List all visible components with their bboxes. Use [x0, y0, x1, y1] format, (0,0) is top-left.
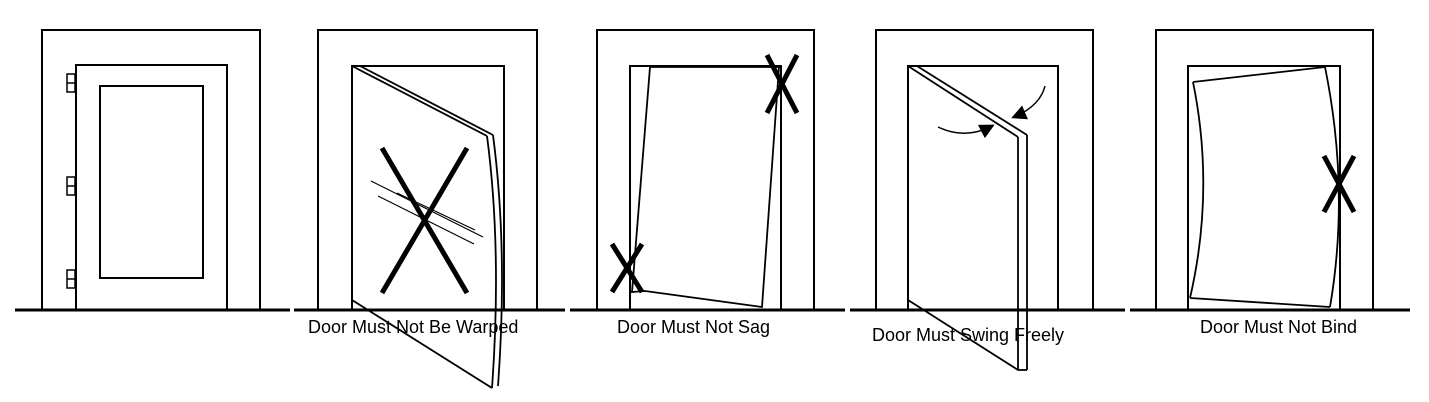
panel-swinging-door: [875, 29, 1094, 371]
outer-frame: [1155, 29, 1374, 310]
caption-sag: Door Must Not Sag: [617, 317, 771, 337]
x-mark-icon: [1321, 154, 1357, 214]
door-panel: [99, 85, 204, 279]
panel-warped-door: [317, 29, 538, 389]
outer-frame: [596, 29, 815, 310]
outer-frame: [875, 29, 1094, 310]
caption-swing: Door Must Swing Freely: [872, 325, 1065, 345]
swing-arrow-icon: [937, 85, 1046, 139]
outer-frame: [317, 29, 538, 310]
inner-frame: [629, 65, 782, 310]
inner-frame: [351, 65, 505, 310]
x-mark-icon: [609, 53, 800, 294]
sagging-door: [631, 66, 780, 309]
caption-warped: Door Must Not Be Warped: [308, 317, 519, 337]
open-door: [351, 65, 503, 389]
x-mark-icon: [379, 146, 470, 295]
panel-correct-door: [41, 29, 261, 310]
binding-door: [1189, 66, 1340, 308]
open-door: [907, 65, 1028, 371]
caption-bind: Door Must Not Bind: [1200, 317, 1358, 337]
inner-frame: [75, 64, 228, 310]
panel-sagging-door: [596, 29, 815, 310]
panel-binding-door: [1155, 29, 1374, 310]
hinge-icon: [66, 73, 76, 289]
inner-frame: [1187, 65, 1341, 310]
outer-frame: [41, 29, 261, 310]
